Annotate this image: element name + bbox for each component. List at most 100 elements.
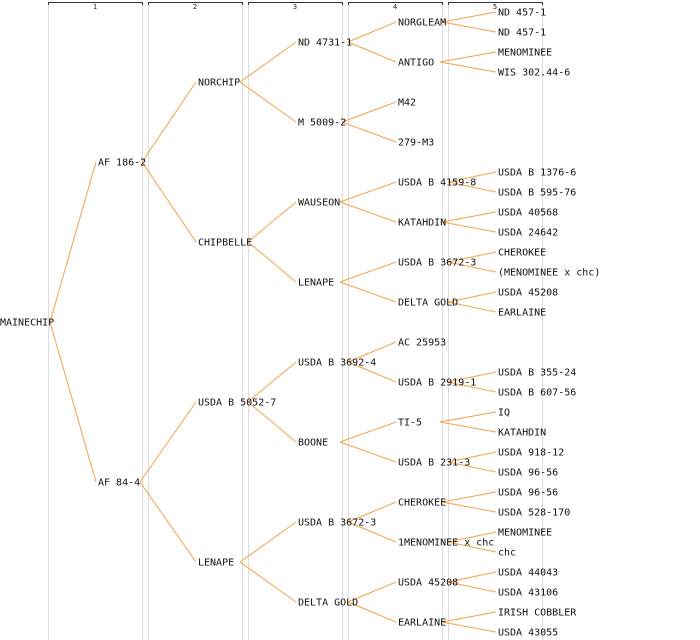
- generation-header-bracket: [448, 2, 543, 5]
- parent-link-line: [247, 241, 297, 283]
- ancestor-label-gen-2: LENAPE: [198, 558, 234, 569]
- parent-link-line: [447, 261, 497, 273]
- parent-link-line: [441, 501, 497, 513]
- parent-link-line: [347, 501, 397, 523]
- ancestor-label-gen-4: USDA B 3672-3: [398, 258, 476, 269]
- ancestor-label-gen-3: LENAPE: [298, 278, 334, 289]
- parent-link-line: [447, 571, 497, 583]
- generation-header-label: 3: [293, 3, 297, 11]
- generation-header-bracket: [48, 2, 143, 5]
- parent-link-line: [347, 21, 397, 43]
- parent-link-line: [447, 301, 497, 313]
- ancestor-label-gen-2: NORCHIP: [198, 78, 240, 89]
- parent-link-line: [447, 581, 497, 593]
- parent-link-line: [447, 181, 497, 193]
- parent-link-line: [247, 201, 297, 243]
- parent-link-line: [139, 401, 197, 483]
- ancestor-label-gen-5: USDA B 355-24: [498, 368, 576, 379]
- ancestor-label-gen-5: WIS 302.44-6: [498, 68, 570, 79]
- parent-link-line: [347, 601, 397, 623]
- parent-link-line: [247, 361, 297, 403]
- parent-link-line: [339, 421, 397, 443]
- parent-link-line: [447, 381, 497, 393]
- ancestor-label-gen-3: WAUSEON: [298, 198, 340, 209]
- generation-header-label: 2: [193, 3, 197, 11]
- generation-header-label: 4: [393, 3, 397, 11]
- parent-link-line: [447, 531, 497, 543]
- parent-link-line: [347, 521, 397, 543]
- ancestor-label-gen-4: M42: [398, 98, 416, 109]
- parent-link-line: [339, 281, 397, 303]
- generation-header-label: 1: [93, 3, 97, 11]
- ancestor-label-gen-5: KATAHDIN: [498, 428, 546, 439]
- ancestor-label-gen-4: EARLAINE: [398, 618, 446, 629]
- parent-link-line: [339, 201, 397, 223]
- parent-link-line: [441, 11, 497, 23]
- ancestor-label-gen-3: DELTA GOLD: [298, 598, 358, 609]
- generation-header-bracket: [248, 2, 343, 5]
- parent-link-line: [141, 161, 197, 243]
- parent-link-line: [239, 41, 297, 83]
- ancestor-label-gen-4: NORGLEAM: [398, 18, 446, 29]
- parent-link-line: [447, 451, 497, 463]
- parent-link-line: [339, 441, 397, 463]
- ancestor-label-gen-5: (MENOMINEE x chc): [498, 268, 600, 279]
- ancestor-label-gen-3: M 5009-2: [298, 118, 346, 129]
- ancestor-label-gen-1: AF 84-4: [98, 478, 140, 489]
- generation-guides: [48, 4, 543, 640]
- parent-link-line: [347, 581, 397, 603]
- ancestor-label-gen-4: USDA 45208: [398, 578, 458, 589]
- generation-header-bracket: [148, 2, 243, 5]
- pedigree-edges: [49, 11, 497, 633]
- parent-link-line: [141, 81, 197, 163]
- ancestor-label-gen-4: DELTA GOLD: [398, 298, 458, 309]
- parent-link-line: [239, 521, 297, 563]
- ancestor-label-gen-5: USDA B 607-56: [498, 388, 576, 399]
- ancestor-label-gen-5: EARLAINE: [498, 308, 546, 319]
- ancestor-label-gen-5: USDA 40568: [498, 208, 558, 219]
- parent-link-line: [439, 421, 497, 433]
- root-variety-label: MAINECHIP: [0, 318, 54, 329]
- ancestor-label-gen-5: MENOMINEE: [498, 48, 552, 59]
- ancestor-label-gen-5: chc: [498, 548, 516, 559]
- generation-header-bracket: [348, 2, 443, 5]
- ancestor-label-gen-5: CHEROKEE: [498, 248, 546, 259]
- parent-link-line: [49, 161, 97, 323]
- ancestor-label-gen-2: CHIPBELLE: [198, 238, 252, 249]
- ancestor-label-gen-4: 279-M3: [398, 138, 434, 149]
- parent-link-line: [139, 481, 197, 563]
- ancestor-label-gen-5: USDA 24642: [498, 228, 558, 239]
- parent-link-line: [341, 121, 397, 143]
- parent-link-line: [441, 21, 497, 33]
- parent-link-line: [447, 251, 497, 263]
- ancestor-label-gen-4: USDA B 2919-1: [398, 378, 476, 389]
- parent-link-line: [447, 291, 497, 303]
- parent-link-line: [239, 81, 297, 123]
- parent-link-line: [441, 221, 497, 233]
- ancestor-label-gen-5: IQ: [498, 408, 510, 419]
- ancestor-label-gen-4: ANTIGO: [398, 58, 434, 69]
- ancestor-label-gen-4: USDA B 4159-8: [398, 178, 476, 189]
- ancestor-label-gen-4: 1MENOMINEE x chc: [398, 538, 494, 549]
- parent-link-line: [339, 261, 397, 283]
- parent-link-line: [441, 611, 497, 623]
- ancestor-label-gen-4: AC 25953: [398, 338, 446, 349]
- ancestor-label-gen-3: USDA B 3692-4: [298, 358, 376, 369]
- ancestor-label-gen-5: USDA 96-56: [498, 468, 558, 479]
- ancestor-label-gen-4: TI-5: [398, 418, 422, 429]
- parent-link-line: [447, 171, 497, 183]
- ancestor-label-gen-5: USDA 43106: [498, 588, 558, 599]
- parent-link-line: [341, 101, 397, 123]
- ancestor-label-gen-5: USDA 96-56: [498, 488, 558, 499]
- parent-link-line: [447, 461, 497, 473]
- ancestor-label-gen-3: USDA B 3672-3: [298, 518, 376, 529]
- ancestor-label-gen-5: MENOMINEE: [498, 528, 552, 539]
- parent-link-line: [347, 361, 397, 383]
- parent-link-line: [441, 491, 497, 503]
- ancestor-label-gen-5: USDA 45208: [498, 288, 558, 299]
- ancestor-label-gen-5: IRISH COBBLER: [498, 608, 577, 619]
- parent-link-line: [239, 561, 297, 603]
